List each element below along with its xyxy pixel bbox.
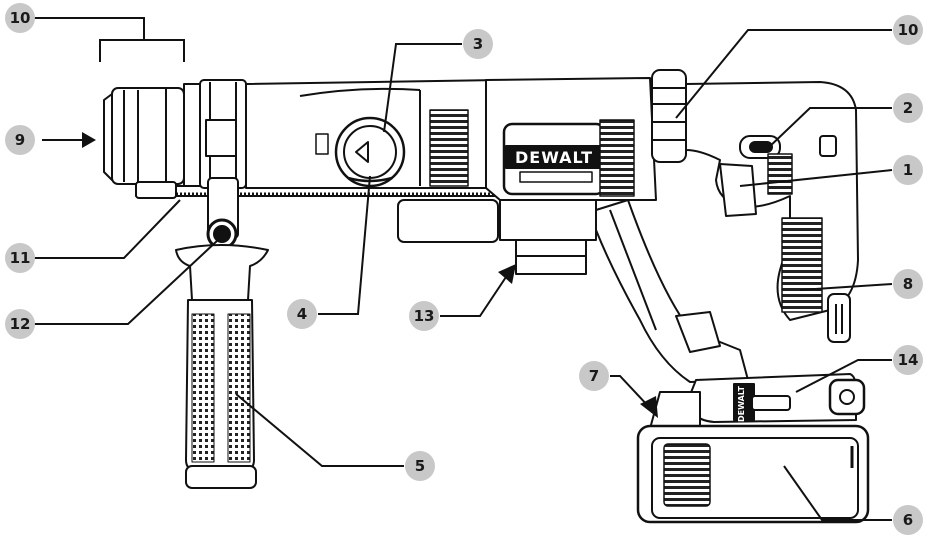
callout-10a: 10 — [5, 3, 35, 33]
callout-6: 6 — [893, 505, 923, 535]
callout-11: 11 — [5, 243, 35, 273]
leader-lines — [34, 17, 893, 521]
svg-text:3: 3 — [473, 35, 483, 53]
svg-text:10: 10 — [898, 21, 919, 39]
arrowheads — [82, 132, 658, 418]
svg-text:5: 5 — [415, 457, 425, 475]
svg-text:11: 11 — [10, 249, 31, 267]
callout-2: 2 — [893, 93, 923, 123]
svg-text:6: 6 — [903, 511, 913, 529]
callout-13: 13 — [409, 301, 439, 331]
svg-text:7: 7 — [589, 367, 599, 385]
callout-10b: 10 — [893, 15, 923, 45]
mode-selector — [315, 116, 406, 188]
bellows — [651, 69, 687, 163]
rear-handle — [685, 81, 859, 343]
callout-14: 14 — [893, 345, 923, 375]
svg-text:14: 14 — [898, 351, 919, 369]
svg-text:12: 12 — [10, 315, 31, 333]
grip-loop — [595, 199, 749, 383]
chuck — [103, 83, 203, 189]
callout-5: 5 — [405, 451, 435, 481]
side-handle — [175, 244, 269, 489]
callout-7: 7 — [579, 361, 609, 391]
callout-4: 4 — [287, 299, 317, 329]
battery-latch — [687, 373, 866, 423]
callout-badges: 10 9 11 12 3 4 13 5 — [5, 3, 923, 535]
svg-text:2: 2 — [903, 99, 913, 117]
callout-1: 1 — [893, 155, 923, 185]
handle-collar — [199, 79, 247, 250]
svg-text:13: 13 — [414, 307, 435, 325]
battery-pack — [636, 391, 870, 524]
callout-12: 12 — [5, 309, 35, 339]
tool-illustration — [103, 69, 870, 524]
svg-text:10: 10 — [10, 9, 31, 27]
callout-9: 9 — [5, 125, 35, 155]
battery-brand-logo: DEWALT — [737, 385, 746, 422]
svg-text:1: 1 — [903, 161, 913, 179]
svg-text:9: 9 — [15, 131, 25, 149]
svg-text:8: 8 — [903, 275, 913, 293]
brand-logo: DEWALT — [515, 148, 593, 167]
motor-housing — [485, 77, 657, 201]
callout-3: 3 — [463, 29, 493, 59]
svg-text:4: 4 — [297, 305, 307, 323]
lower-block — [397, 199, 597, 275]
callout-8: 8 — [893, 269, 923, 299]
